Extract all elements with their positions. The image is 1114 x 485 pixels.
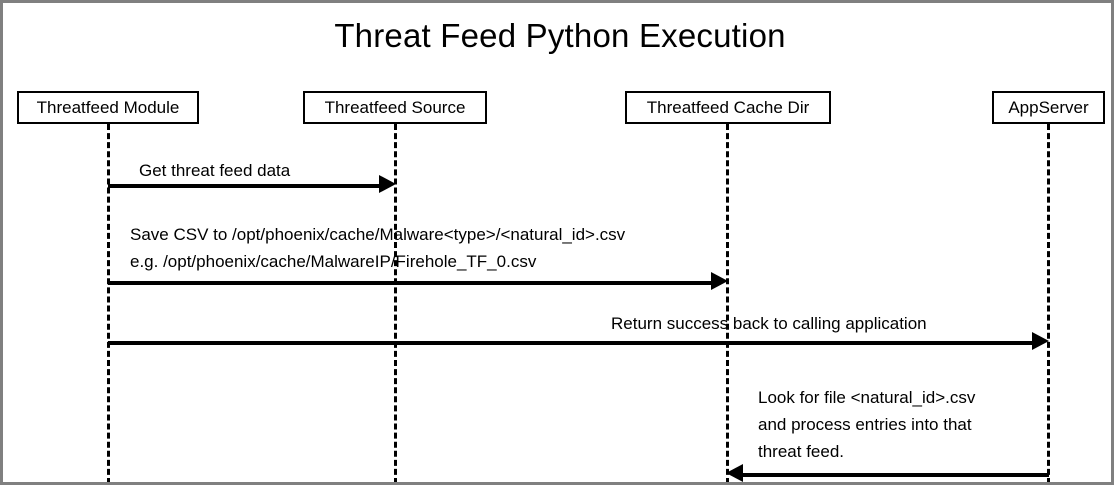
message-label-save-csv-line1: Save CSV to /opt/phoenix/cache/Malware<t… bbox=[130, 225, 626, 244]
lifeline-threatfeed-module bbox=[107, 124, 110, 482]
message-label-look-for-file-line3: threat feed. bbox=[758, 442, 845, 461]
message-line-look-for-file bbox=[743, 473, 1049, 477]
lifeline-threatfeed-source bbox=[394, 124, 397, 482]
arrow-head-right-icon-return-success bbox=[1032, 332, 1049, 350]
message-line-get-threat-feed-data bbox=[108, 184, 380, 188]
message-line-save-csv bbox=[108, 281, 712, 285]
lifeline-threatfeed-cache-dir bbox=[726, 124, 729, 482]
message-label-look-for-file-line2: and process entries into that bbox=[758, 415, 972, 434]
message-label-get-threat-feed-data: Get threat feed data bbox=[139, 161, 291, 180]
arrow-head-right-icon-get-threat-feed-data bbox=[379, 175, 396, 193]
participant-box-threatfeed-module[interactable]: Threatfeed Module bbox=[17, 91, 199, 124]
participant-box-appserver[interactable]: AppServer bbox=[992, 91, 1105, 124]
message-label-return-success: Return success back to calling applicati… bbox=[611, 314, 927, 333]
lifeline-appserver bbox=[1047, 124, 1050, 482]
participant-box-threatfeed-cache-dir[interactable]: Threatfeed Cache Dir bbox=[625, 91, 831, 124]
arrow-head-right-icon-save-csv bbox=[711, 272, 728, 290]
arrow-head-left-icon-look-for-file bbox=[726, 464, 743, 482]
page-title: Threat Feed Python Execution bbox=[334, 17, 786, 54]
participant-box-threatfeed-source[interactable]: Threatfeed Source bbox=[303, 91, 487, 124]
message-label-save-csv-line2: e.g. /opt/phoenix/cache/MalwareIP/Fireho… bbox=[130, 252, 537, 271]
message-label-look-for-file-line1: Look for file <natural_id>.csv bbox=[758, 388, 976, 407]
message-line-return-success bbox=[108, 341, 1033, 345]
